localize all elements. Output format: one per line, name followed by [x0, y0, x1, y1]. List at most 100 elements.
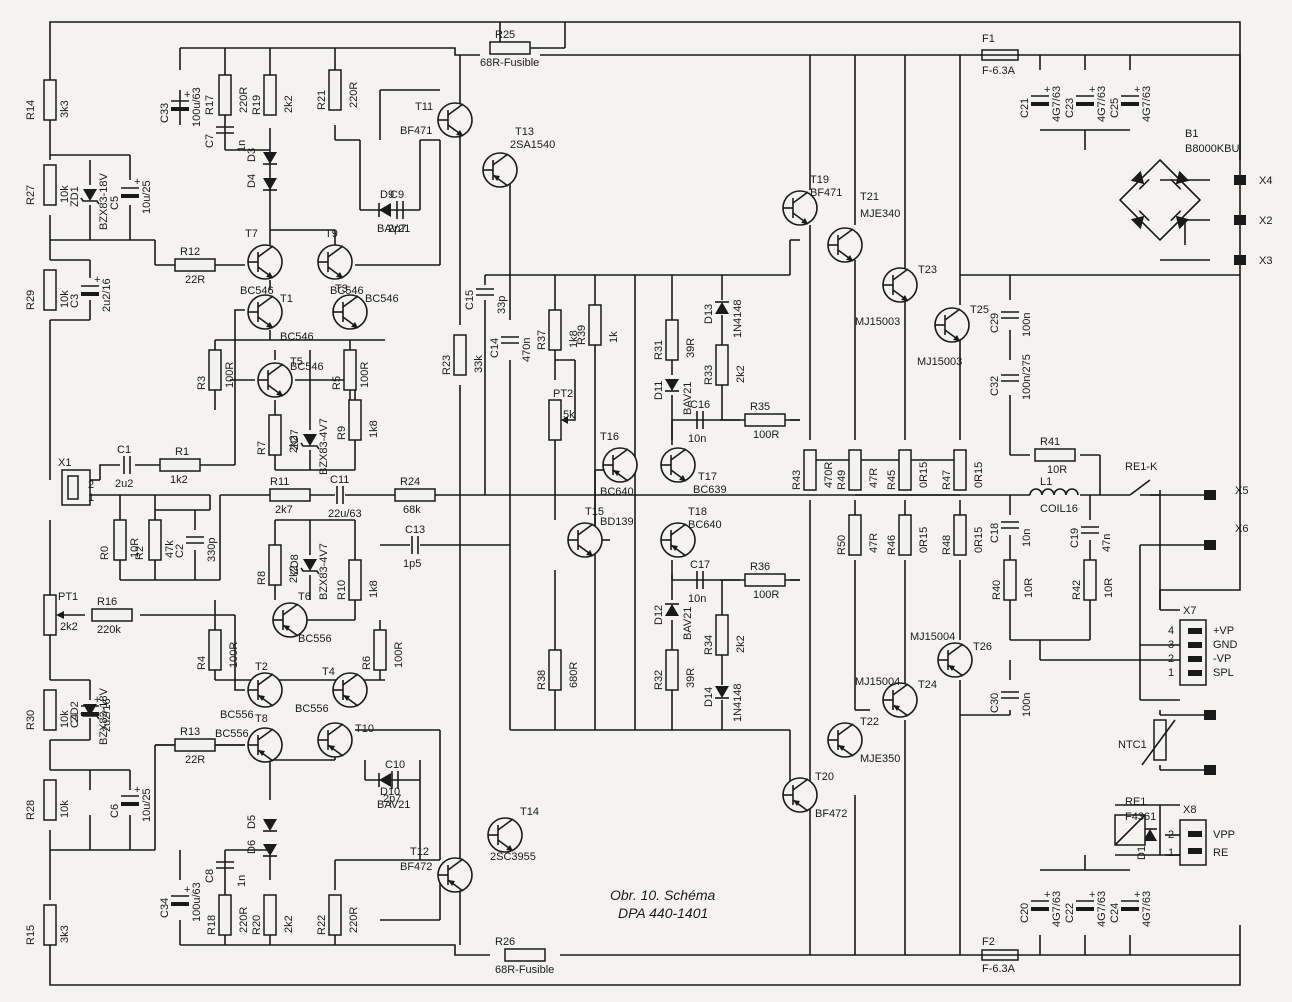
capacitor-value: 100n: [1021, 693, 1033, 717]
resistor-ref: R31: [653, 340, 665, 360]
transistor-ref: T9: [325, 228, 338, 240]
resistor-ref: R4: [196, 656, 208, 670]
transistor-t24: [882, 682, 918, 718]
capacitor-ref: C22: [1064, 903, 1076, 923]
resistor-ref: R47: [941, 470, 953, 490]
resistor-ref: R40: [991, 580, 1003, 600]
capacitor-value: 47n: [1101, 534, 1113, 552]
transistor-t9: [317, 244, 353, 280]
diode-d9: [378, 202, 392, 218]
capacitor-c18: [1000, 521, 1020, 529]
resistor-value: 10R: [1023, 578, 1035, 598]
resistor-r20: [263, 894, 277, 936]
capacitor-ref: C4: [69, 714, 81, 728]
resistor-ref: R1: [175, 446, 189, 458]
transistor-t20: [782, 777, 818, 813]
bridge-rectifier: B1 B8000KBU: [1118, 128, 1239, 242]
resistor-ref: R12: [180, 246, 200, 258]
transistor-ref: T7: [245, 228, 258, 240]
resistor-ref: R27: [25, 185, 37, 205]
capacitor-c2: [185, 536, 205, 544]
diode-d11: [664, 378, 680, 392]
x7-pin3: 3: [1168, 639, 1174, 651]
transistor-ref: T14: [520, 806, 539, 818]
resistor-r17: [218, 74, 232, 116]
resistor-r1: [159, 458, 201, 472]
capacitor-c15: [475, 288, 495, 296]
diode-type: BAV21: [377, 223, 410, 235]
f2-ref: F2: [982, 936, 995, 948]
resistor-ref: R28: [25, 800, 37, 820]
capacitor-ref: C5: [109, 196, 121, 210]
resistor-r31: [665, 319, 679, 361]
capacitor-ref: C23: [1064, 98, 1076, 118]
resistor-value: 22R: [185, 754, 205, 766]
x7-pin4: 4: [1168, 625, 1174, 637]
re1-value: F4361: [1125, 811, 1156, 823]
capacitor-value: 2u2/16: [101, 698, 113, 732]
capacitor-c13: [411, 535, 419, 555]
f1-ref: F1: [982, 33, 995, 45]
resistor-value: 10k: [59, 800, 71, 818]
transistor-type: BC639: [693, 484, 727, 496]
resistor-value: 470R: [823, 462, 835, 488]
capacitor-ref: C30: [989, 693, 1001, 713]
wiring: [49, 21, 1241, 986]
l1-value: COIL16: [1040, 503, 1078, 515]
capacitor-value: 2u2: [115, 478, 133, 490]
transistor-ref: T10: [355, 723, 374, 735]
capacitor-c1: [123, 455, 131, 475]
resistor-value: 10k: [59, 710, 71, 728]
capacitor-value: 1n: [236, 875, 248, 887]
connector-x8: X8 2 1 VPP RE: [1168, 804, 1235, 866]
resistor-r34: [715, 614, 729, 656]
diode-d13: [714, 301, 730, 315]
transistor-type: MJ15004: [855, 676, 900, 688]
resistor-r4: [208, 629, 222, 671]
resistor-value: 220R: [238, 907, 250, 933]
diode-type: 1N4148: [732, 683, 744, 722]
resistor-r11: [269, 488, 311, 502]
resistor-ref: R0: [99, 546, 111, 560]
capacitor-value: 4G7/63: [1096, 86, 1108, 122]
transistor-t16: [602, 447, 638, 483]
relay-contact: RE1-K: [1125, 461, 1160, 496]
capacitor-ref: C2: [174, 544, 186, 558]
resistor-r23: [453, 334, 467, 376]
b1-value: B8000KBU: [1185, 143, 1239, 155]
transistor-ref: T20: [815, 771, 834, 783]
resistor-ref: R30: [25, 710, 37, 730]
transistor-type: BC556: [295, 703, 329, 715]
transistor-t1: [247, 294, 283, 330]
capacitor-ref: C14: [489, 338, 501, 358]
diode-zd7: [300, 433, 320, 450]
resistor-value: 2k2: [735, 365, 747, 383]
resistor-r25: [489, 41, 531, 55]
resistor-ref: R37: [536, 330, 548, 350]
capacitor-value: 10n: [688, 433, 706, 445]
fuse-f1: F1 F-6.3A: [981, 33, 1019, 77]
x8-pin1: 1: [1168, 847, 1174, 859]
diode-d14: [714, 685, 730, 699]
resistor-value: 680R: [568, 662, 580, 688]
fuse-f2: F2 F-6.3A: [981, 936, 1019, 975]
resistor-ref: R21: [316, 90, 328, 110]
capacitor-ref: C18: [989, 523, 1001, 543]
pt1-value: 2k2: [60, 621, 78, 633]
diode-type: BAV21: [682, 607, 694, 640]
resistor-ref: R25: [495, 29, 515, 41]
resistor-value: 1k2: [170, 474, 188, 486]
capacitor-value: 10u/25: [141, 788, 153, 822]
diode-d4: [262, 177, 278, 191]
resistor-r5: [343, 349, 357, 391]
resistor-value: 2k2: [288, 565, 300, 583]
capacitor-c22: [1075, 888, 1097, 912]
resistor-value: 10k: [59, 185, 71, 203]
transistor-type: BC546: [365, 293, 399, 305]
transistor-type: BD139: [600, 516, 634, 528]
resistor-r9: [348, 399, 362, 441]
resistor-value: 1k8: [568, 330, 580, 348]
capacitor-value: 4G7/63: [1141, 86, 1153, 122]
